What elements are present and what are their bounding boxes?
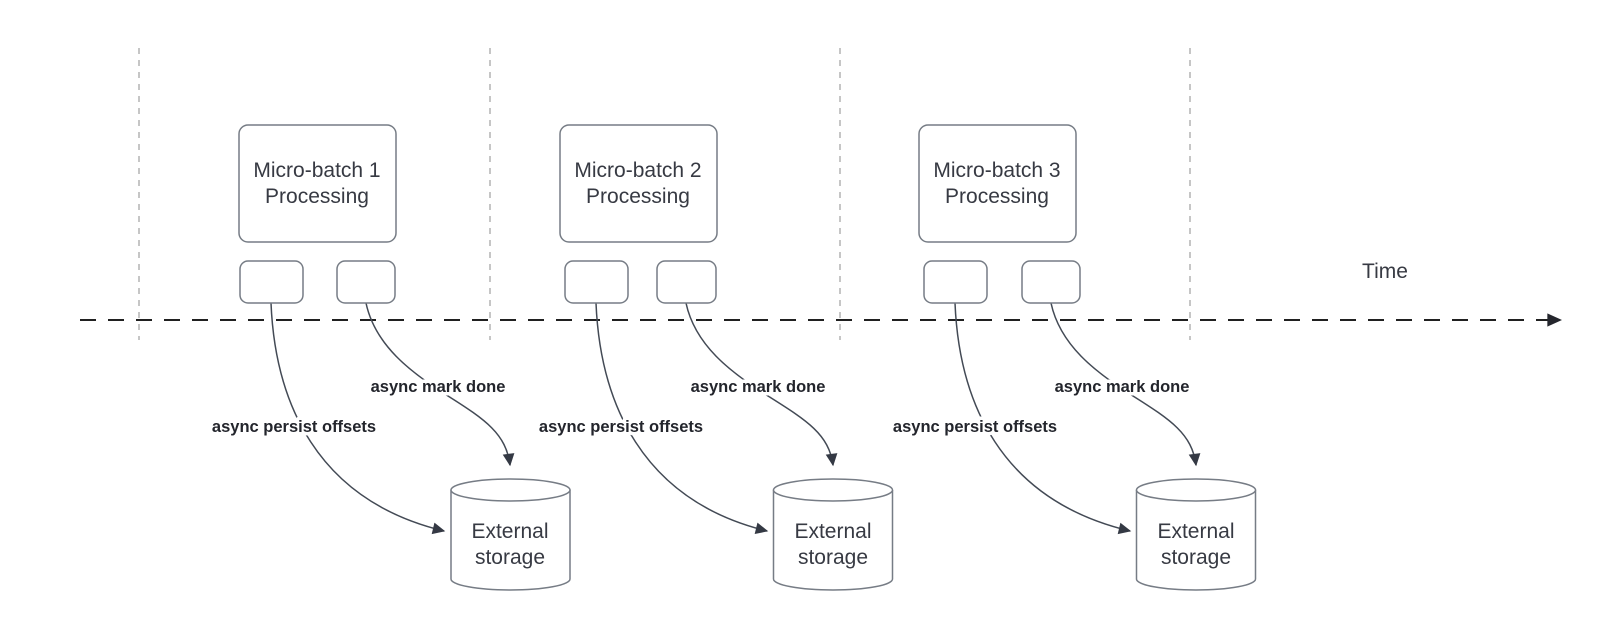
persist-offsets-task-box	[564, 260, 629, 304]
processing-box	[238, 124, 397, 243]
external-storage-cylinder: External storage	[772, 478, 894, 591]
storage-label-line2: storage	[475, 546, 545, 569]
mark-done-label: async mark done	[371, 378, 506, 396]
micro-batch-1-group: Micro-batch 1 Processing External storag…	[208, 124, 571, 591]
processing-box-title-line2: Processing	[265, 185, 369, 208]
persist-offsets-task-box	[239, 260, 304, 304]
persist-offsets-label: async persist offsets	[893, 418, 1057, 436]
cylinder-top	[1135, 478, 1257, 502]
persist-offsets-arrow	[270, 302, 446, 535]
persist-offsets-arrow	[954, 302, 1132, 535]
persist-offsets-task-box	[923, 260, 988, 304]
storage-label-line1: External	[471, 520, 548, 543]
storage-label-line1: External	[1157, 520, 1234, 543]
time-axis-label: Time	[1362, 260, 1408, 283]
cylinder-body	[1135, 490, 1257, 591]
mark-done-task-box	[656, 260, 717, 304]
cylinder-top	[450, 478, 571, 502]
storage-label-line2: storage	[1161, 546, 1231, 569]
micro-batch-2-group: Micro-batch 2 Processing External storag…	[535, 124, 894, 591]
persist-offsets-arrow	[595, 302, 769, 535]
mark-done-arrow	[1050, 302, 1201, 467]
mark-done-label: async mark done	[1055, 378, 1190, 396]
cylinder-top	[772, 478, 894, 502]
external-storage-cylinder: External storage	[450, 478, 571, 591]
mark-done-arrow	[365, 302, 515, 467]
mark-done-arrow	[685, 302, 838, 467]
persist-offsets-label: async persist offsets	[212, 418, 376, 436]
processing-box-title-line2: Processing	[945, 185, 1049, 208]
processing-box-title-line1: Micro-batch 1	[253, 159, 380, 182]
persist-offsets-label: async persist offsets	[539, 418, 703, 436]
processing-box-title-line2: Processing	[586, 185, 690, 208]
processing-box	[559, 124, 718, 243]
mark-done-task-box	[1021, 260, 1081, 304]
processing-box-title-line1: Micro-batch 3	[933, 159, 1060, 182]
mark-done-label: async mark done	[691, 378, 826, 396]
cylinder-body	[450, 490, 571, 591]
cylinder-body	[772, 490, 894, 591]
storage-label-line2: storage	[798, 546, 868, 569]
external-storage-cylinder: External storage	[1135, 478, 1257, 591]
processing-box-title-line1: Micro-batch 2	[574, 159, 701, 182]
micro-batch-3-group: Micro-batch 3 Processing External storag…	[889, 124, 1257, 591]
processing-box	[918, 124, 1077, 243]
storage-label-line1: External	[794, 520, 871, 543]
mark-done-task-box	[336, 260, 396, 304]
